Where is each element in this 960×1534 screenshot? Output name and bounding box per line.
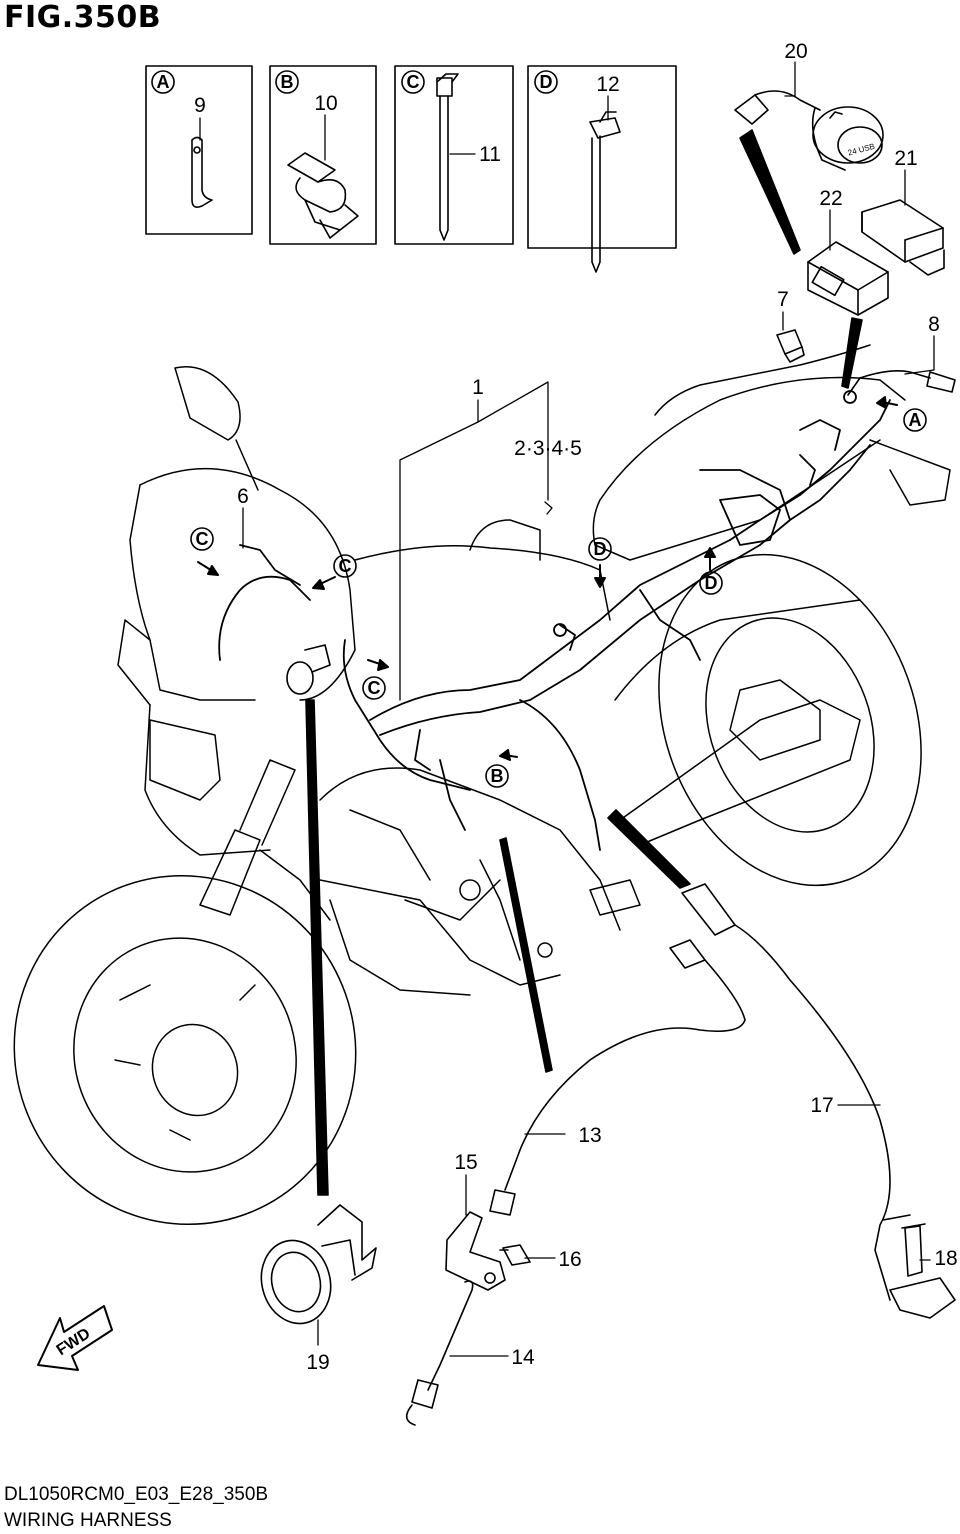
figure-code: DL1050RCM0_E03_E28_350B bbox=[4, 1484, 269, 1505]
callout-lines bbox=[199, 61, 935, 1357]
callout-15: 15 bbox=[454, 1151, 477, 1174]
callout-17: 17 bbox=[810, 1094, 833, 1117]
clip-10-icon bbox=[287, 152, 359, 239]
swingarm bbox=[619, 699, 861, 846]
marker-arrows bbox=[197, 396, 898, 761]
figure-subtitle: WIRING HARNESS bbox=[4, 1510, 172, 1531]
relay-22-icon bbox=[807, 241, 889, 316]
mirror-right bbox=[469, 519, 541, 561]
inset-box-d bbox=[527, 65, 677, 273]
marker-a: A bbox=[909, 410, 922, 430]
sensor-lead-8-icon bbox=[847, 370, 956, 396]
horn-19-icon bbox=[260, 1204, 377, 1325]
callout-21: 21 bbox=[894, 147, 917, 170]
callout-6: 6 bbox=[237, 485, 249, 508]
inset-box-c bbox=[394, 65, 514, 245]
callout-2-3-4-5: 2·3·4·5 bbox=[514, 437, 582, 460]
motorcycle-outline bbox=[13, 344, 951, 1226]
fwd-arrow-icon bbox=[37, 1305, 113, 1371]
callout-9: 9 bbox=[194, 94, 206, 117]
headlight-outline bbox=[149, 719, 221, 801]
leader-wedge-17 bbox=[607, 809, 691, 889]
marker-c-1: C bbox=[196, 529, 209, 549]
callout-18: 18 bbox=[934, 1247, 957, 1270]
figure-title: FIG.350B bbox=[4, 0, 162, 35]
sensor-lead-13-icon bbox=[489, 939, 746, 1216]
callout-7: 7 bbox=[777, 288, 789, 311]
horn-on-bike bbox=[286, 644, 331, 695]
marker-c-2: C bbox=[339, 556, 352, 576]
callout-19: 19 bbox=[306, 1351, 329, 1374]
main-harness-1 bbox=[218, 390, 891, 851]
bolt-16-icon bbox=[499, 1244, 531, 1266]
cable-tie-11-icon bbox=[436, 73, 459, 241]
clamp-9-icon bbox=[191, 136, 213, 208]
callout-8: 8 bbox=[928, 313, 940, 336]
mirror-left bbox=[174, 366, 241, 441]
inset-letter-a: A bbox=[157, 72, 170, 92]
callout-1: 1 bbox=[472, 376, 484, 399]
inset-box-b bbox=[269, 65, 377, 245]
usb-socket-20-icon bbox=[734, 90, 884, 171]
marker-c-3: C bbox=[368, 678, 381, 698]
leader-wedge-22 bbox=[841, 317, 863, 389]
callout-12: 12 bbox=[596, 73, 619, 96]
leader-wedge-20 bbox=[739, 129, 801, 255]
callout-13: 13 bbox=[578, 1124, 601, 1147]
speed-sensor-17-icon bbox=[681, 883, 956, 1319]
marker-circles bbox=[151, 70, 927, 788]
callout-14: 14 bbox=[511, 1346, 535, 1369]
inset-box-a bbox=[145, 65, 253, 235]
module-21-icon bbox=[861, 199, 945, 276]
spring-14-icon bbox=[405, 1280, 474, 1426]
marker-d-2: D bbox=[705, 573, 718, 593]
inset-letter-d: D bbox=[540, 72, 553, 92]
rear-wheel bbox=[658, 553, 922, 887]
inset-letter-c: C bbox=[407, 72, 420, 92]
leader-wedge-13 bbox=[499, 837, 553, 1073]
leader-wedge-19 bbox=[305, 699, 329, 1196]
callout-20: 20 bbox=[784, 40, 807, 63]
callout-10: 10 bbox=[314, 92, 337, 115]
callout-11: 11 bbox=[479, 143, 501, 166]
callout-22: 22 bbox=[819, 187, 842, 210]
callout-16: 16 bbox=[558, 1248, 581, 1271]
bracket-15-icon bbox=[445, 1211, 506, 1291]
marker-b: B bbox=[491, 766, 504, 786]
marker-d-1: D bbox=[594, 539, 607, 559]
inset-letter-b: B bbox=[281, 72, 294, 92]
grommet-7-icon bbox=[776, 329, 805, 363]
cable-tie-12-icon bbox=[589, 111, 621, 273]
